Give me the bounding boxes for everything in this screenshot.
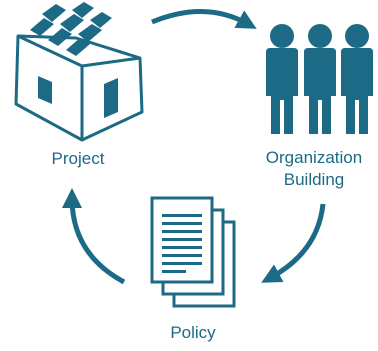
person-icon: [341, 24, 373, 134]
documents-icon: [150, 196, 236, 308]
arrow-project-to-organization: [151, 9, 257, 29]
project-label: Project: [51, 149, 105, 168]
arrow-organization-to-policy: [261, 203, 326, 283]
person-icon: [304, 24, 336, 134]
organization-label-line1: Organization: [265, 148, 363, 167]
person-icon: [266, 24, 298, 134]
organization-label-line2: Building: [283, 170, 345, 189]
house-solar-icon: [14, 2, 144, 142]
people-group-icon: [266, 24, 373, 134]
organization-building-label: Organization Building: [250, 147, 378, 191]
arrow-policy-to-project: [62, 188, 126, 285]
policy-label: Policy: [170, 323, 216, 342]
